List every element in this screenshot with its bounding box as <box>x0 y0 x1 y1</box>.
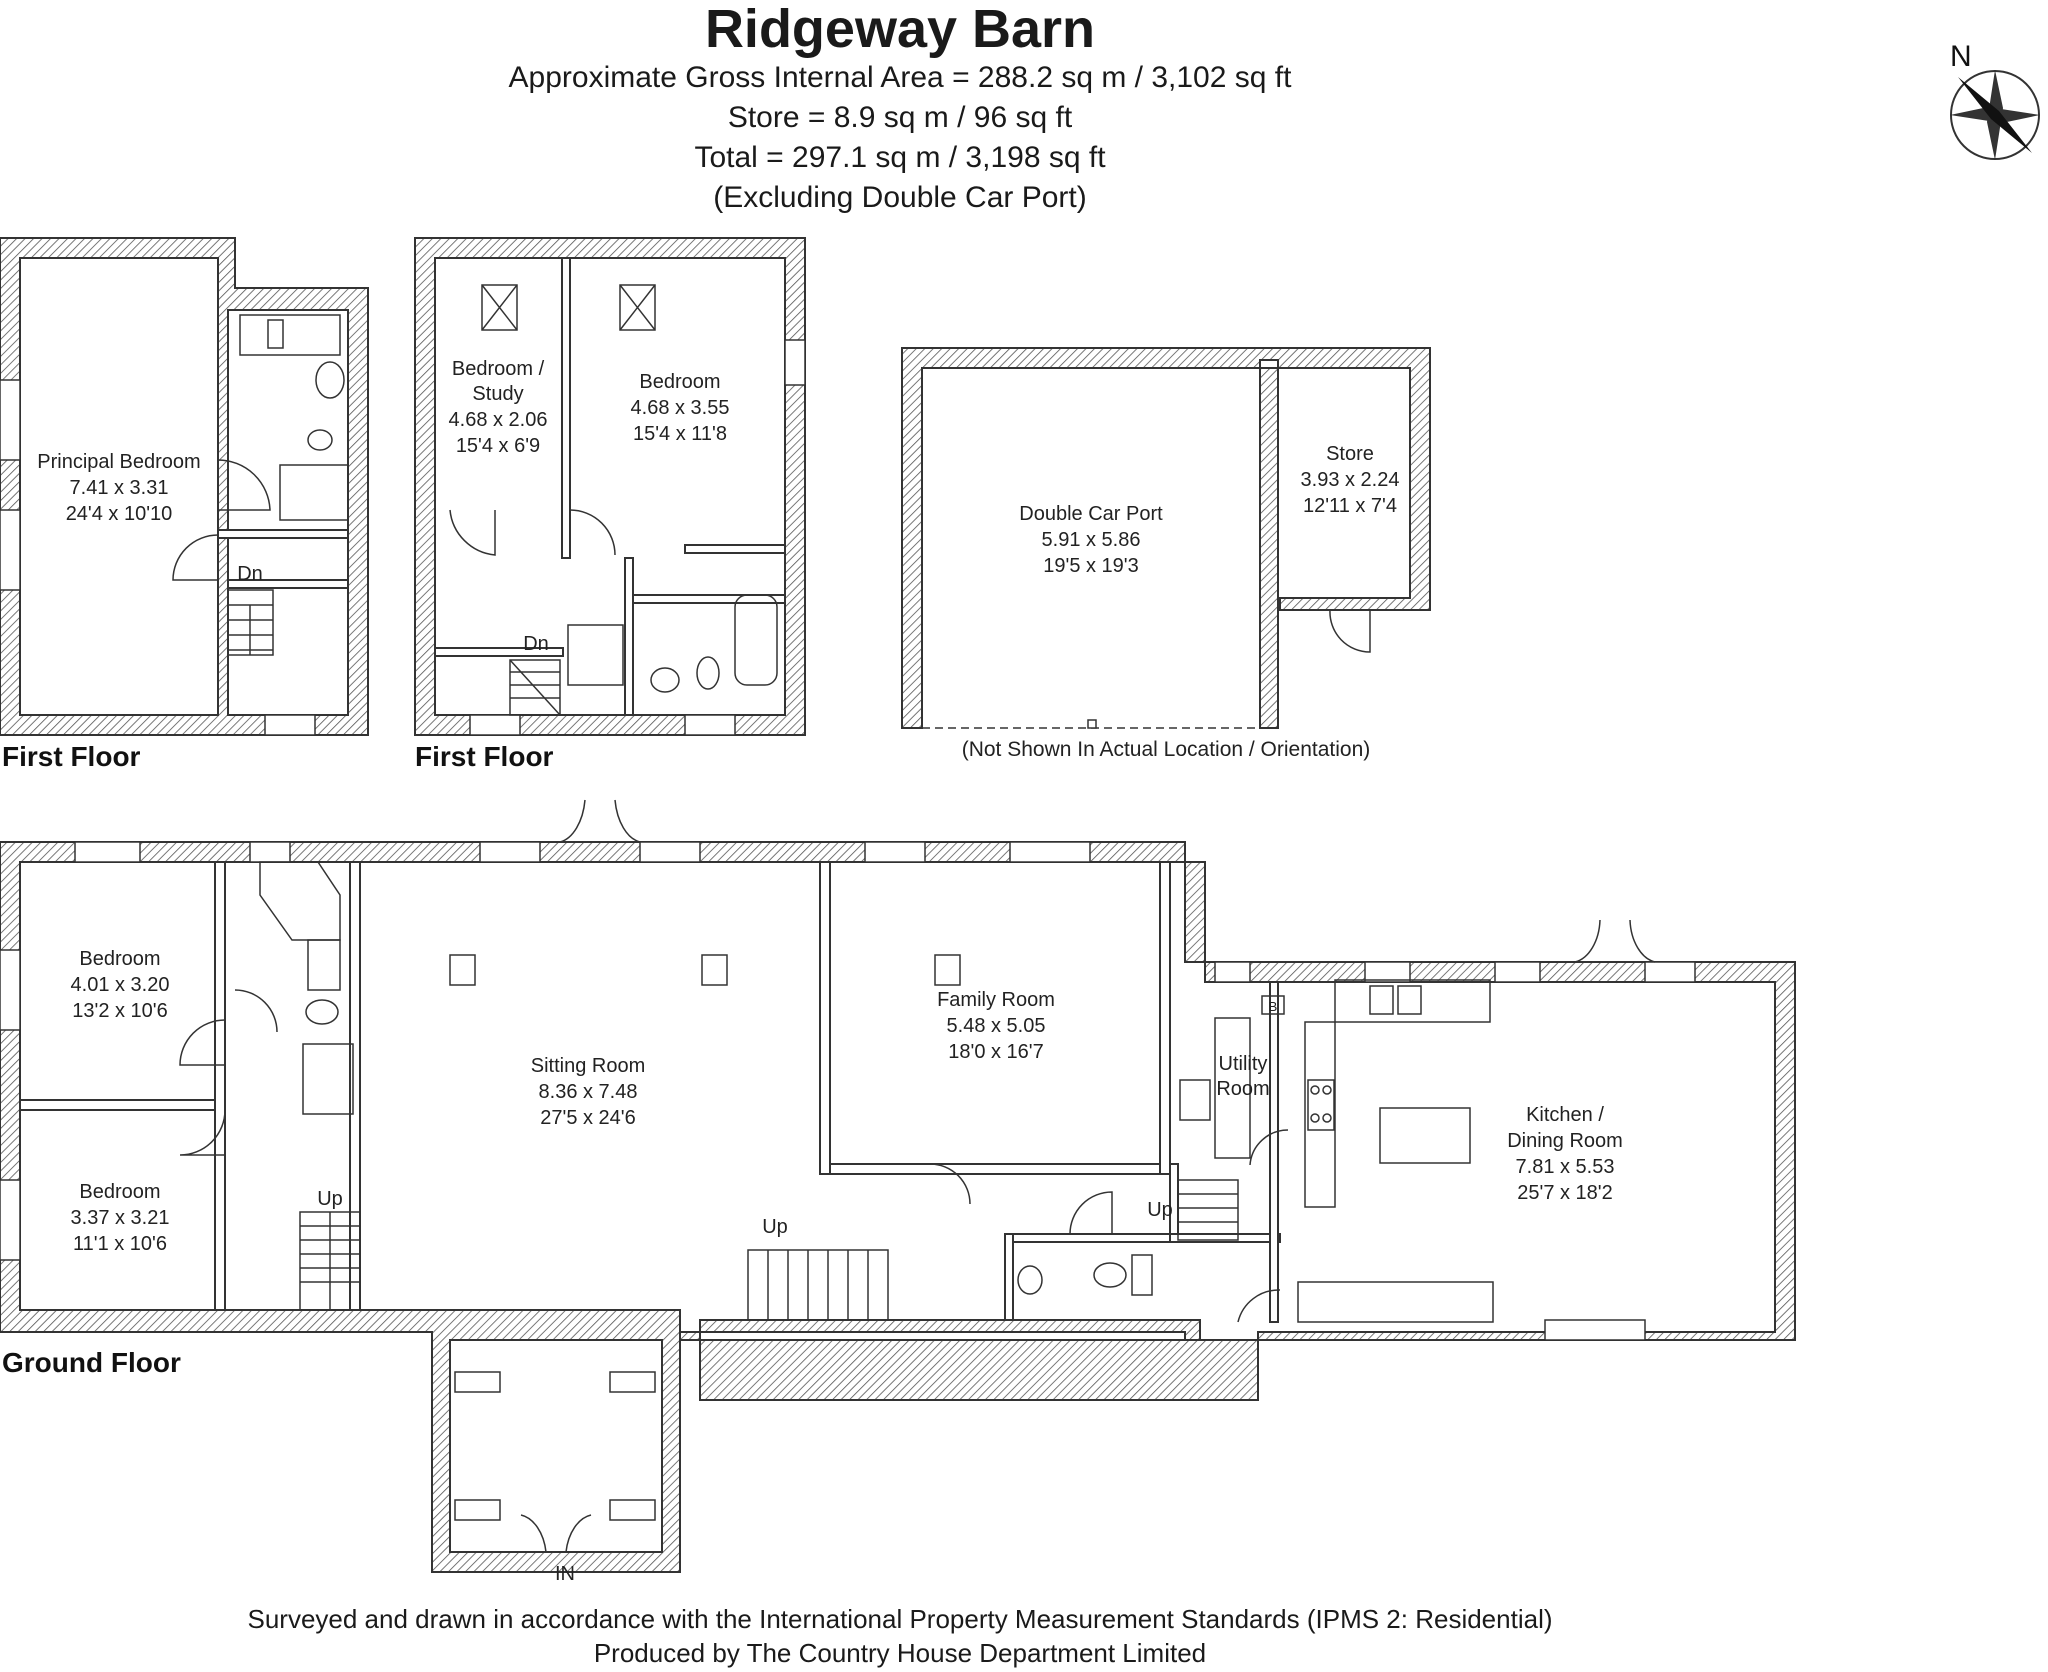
room-name-family-room: Family Room <box>937 989 1055 1011</box>
store-area-text: Store = 8.9 sq m / 96 sq ft <box>727 101 1073 134</box>
room-imperial-bedroom-study: 15'4 x 6'9 <box>456 435 540 457</box>
room-name-kitchen-2: Dining Room <box>1507 1130 1623 1152</box>
boiler-label: B <box>1269 999 1278 1014</box>
room-metric-car-port: 5.91 x 5.86 <box>1042 529 1141 551</box>
producer-note: Produced by The Country House Department… <box>593 1638 1207 1668</box>
stairs-down-label: Dn <box>237 563 263 585</box>
room-name-utility-1: Utility <box>1219 1053 1268 1075</box>
room-metric-store: 3.93 x 2.24 <box>1301 469 1400 491</box>
room-name-car-port: Double Car Port <box>1019 503 1163 525</box>
stairs-down-label-b: Dn <box>523 633 549 655</box>
room-name-bedroom-study-2: Study <box>472 383 523 405</box>
room-imperial-bedroom-g2: 11'1 x 10'6 <box>73 1233 167 1255</box>
room-imperial-bedroom-first: 15'4 x 11'8 <box>633 423 727 445</box>
exclusion-note: (Excluding Double Car Port) <box>713 181 1087 214</box>
room-name-bedroom-study-1: Bedroom / <box>452 358 545 380</box>
stairs-up-label-1: Up <box>317 1188 343 1210</box>
room-imperial-principal-bedroom: 24'4 x 10'10 <box>66 503 173 525</box>
carport-store-plan: Double Car Port 5.91 x 5.86 19'5 x 19'3 … <box>901 347 1431 761</box>
carport-orientation-note: (Not Shown In Actual Location / Orientat… <box>962 738 1371 761</box>
floor-label-first-b: First Floor <box>415 741 554 772</box>
room-metric-sitting-room: 8.36 x 7.48 <box>539 1081 638 1103</box>
room-imperial-store: 12'11 x 7'4 <box>1303 495 1397 517</box>
room-name-bedroom-g1: Bedroom <box>79 948 160 970</box>
ground-floor-plan: B Up Up Up Bedroom 4.01 x 3.20 13'2 x 1 <box>0 799 1796 1585</box>
room-metric-bedroom-study: 4.68 x 2.06 <box>449 409 548 431</box>
gross-area-text: Approximate Gross Internal Area = 288.2 … <box>508 61 1292 94</box>
stairs-up-label-3: Up <box>1147 1199 1173 1221</box>
room-imperial-kitchen: 25'7 x 18'2 <box>1517 1182 1613 1204</box>
stairs-up-label-2: Up <box>762 1216 788 1238</box>
room-metric-bedroom-g2: 3.37 x 3.21 <box>71 1207 170 1229</box>
room-imperial-car-port: 19'5 x 19'3 <box>1043 555 1139 577</box>
compass-icon: N <box>1950 40 2040 160</box>
first-floor-a-plan: Dn Principal Bedroom 7.41 x 3.31 24'4 x … <box>0 237 369 772</box>
room-name-principal-bedroom: Principal Bedroom <box>37 451 200 473</box>
room-name-kitchen-1: Kitchen / <box>1526 1104 1604 1126</box>
floor-label-ground: Ground Floor <box>2 1347 181 1378</box>
room-imperial-family-room: 18'0 x 16'7 <box>948 1041 1044 1063</box>
room-name-bedroom-first: Bedroom <box>639 371 720 393</box>
survey-standard-note: Surveyed and drawn in accordance with th… <box>247 1604 1553 1634</box>
total-area-text: Total = 297.1 sq m / 3,198 sq ft <box>694 141 1106 174</box>
room-name-bedroom-g2: Bedroom <box>79 1181 160 1203</box>
room-name-utility-2: Room <box>1216 1078 1269 1100</box>
room-metric-kitchen: 7.81 x 5.53 <box>1516 1156 1615 1178</box>
entrance-label: IN <box>555 1563 575 1585</box>
floor-label-first-a: First Floor <box>2 741 141 772</box>
room-name-store: Store <box>1326 443 1374 465</box>
room-metric-bedroom-g1: 4.01 x 3.20 <box>71 974 170 996</box>
room-imperial-bedroom-g1: 13'2 x 10'6 <box>72 1000 168 1022</box>
plan-title: Ridgeway Barn <box>704 0 1096 59</box>
room-imperial-sitting-room: 27'5 x 24'6 <box>540 1107 636 1129</box>
room-metric-principal-bedroom: 7.41 x 3.31 <box>70 477 169 499</box>
room-metric-family-room: 5.48 x 5.05 <box>947 1015 1046 1037</box>
first-floor-b-plan: Dn Bedroom / Study 4.68 x 2.06 15'4 x 6'… <box>414 237 806 772</box>
compass-north-label: N <box>1950 40 1972 73</box>
room-name-sitting-room: Sitting Room <box>531 1055 646 1077</box>
room-metric-bedroom-first: 4.68 x 3.55 <box>631 397 730 419</box>
